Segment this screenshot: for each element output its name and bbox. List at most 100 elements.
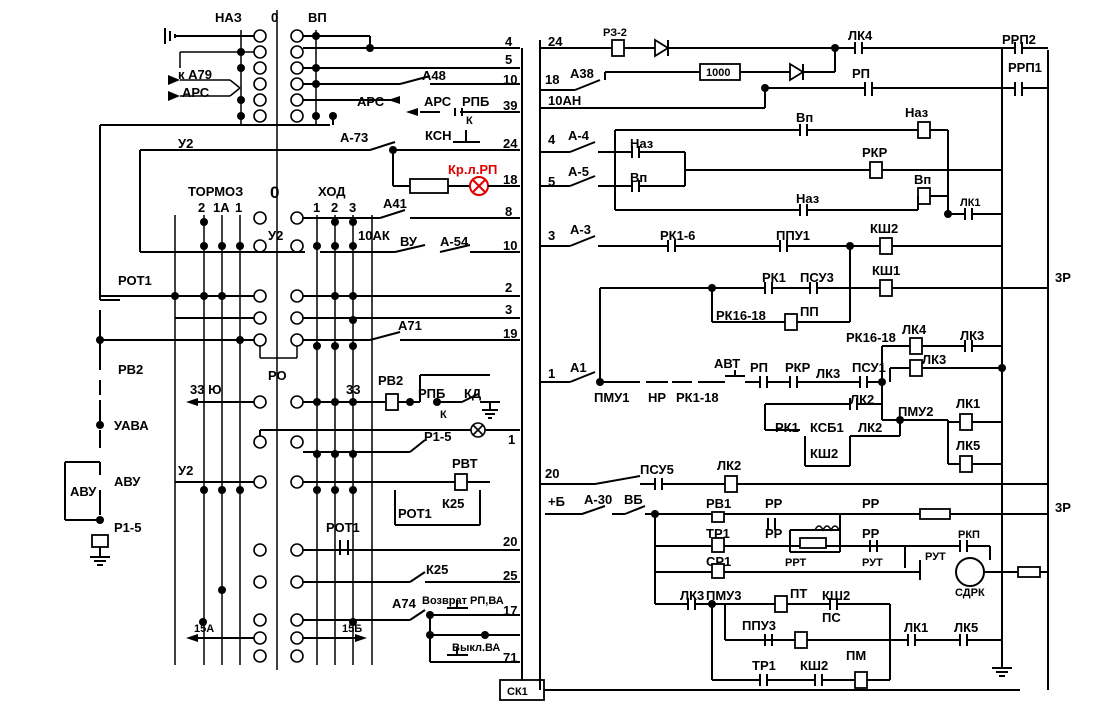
wire-4-label: 4: [505, 34, 513, 49]
vp1-label: Вп: [796, 110, 813, 125]
psu3-label: ПСУ3: [800, 270, 834, 285]
avu-right-label: АВУ: [114, 474, 141, 489]
ksb1-label: КСБ1: [810, 420, 844, 435]
lk3d-label: ЛК3: [680, 588, 704, 603]
resistor-icon: [799, 537, 827, 549]
r1000-label: 1000: [706, 67, 730, 79]
pm-coil: [854, 671, 868, 689]
lk4a-label: ЛК4: [848, 28, 873, 43]
rr2-label: РР: [862, 496, 880, 511]
lk5-coil: [959, 455, 973, 473]
naz1-label: Наз: [905, 105, 929, 120]
psu1-label: ПСУ1: [852, 360, 886, 375]
rk1-18-label: РК1-18: [676, 390, 719, 405]
ksn-label: КСН: [425, 128, 452, 143]
a5-label: А-5: [568, 164, 589, 179]
resistor-icon: [409, 178, 449, 194]
rz2-coil: [611, 39, 625, 57]
ksh2c-label: КШ2: [822, 588, 850, 603]
avu-left-label: АВУ: [70, 484, 97, 499]
lk2c-label: ЛК2: [717, 458, 741, 473]
rk16-18a-label: РК16-18: [716, 308, 766, 323]
tr1b-label: ТР1: [752, 658, 776, 673]
vp-coil: [917, 187, 931, 205]
wire-1-label: 1: [508, 432, 515, 447]
vykl-label: Выкл.ВА: [452, 642, 500, 654]
rkr-coil: [869, 161, 883, 179]
ars-right-label: АРС: [357, 94, 385, 109]
r-24-label: 24: [548, 34, 563, 49]
a41-label: А41: [383, 196, 407, 211]
ars2-label: АРС: [424, 94, 452, 109]
pt-coil: [774, 595, 788, 613]
lk3c-label: ЛК3: [922, 352, 946, 367]
k25b-label: К25: [426, 562, 448, 577]
a74-label: А74: [392, 596, 417, 611]
ground-icon: [90, 547, 110, 566]
a4-label: А-4: [568, 128, 590, 143]
ppu1-label: ППУ1: [776, 228, 810, 243]
reverser-zero-label: 0: [271, 10, 278, 25]
lamp-icon: [470, 422, 486, 438]
rv1-label: РВ1: [706, 496, 731, 511]
pmu2-label: ПМУ2: [898, 404, 934, 419]
rv2b-label: РВ2: [378, 373, 403, 388]
ground-icon: [482, 402, 498, 419]
wire-5-label: 5: [505, 52, 512, 67]
wire-19-label: 19: [503, 326, 517, 341]
nr-label: НР: [648, 390, 666, 405]
r-5-label: 5: [548, 174, 555, 189]
ro-label: РО: [268, 368, 287, 383]
motor-icon: [955, 557, 985, 587]
ksh2d-label: КШ2: [800, 658, 828, 673]
vu-label: ВУ: [400, 234, 418, 249]
vp3-label: Вп: [914, 172, 931, 187]
zr1-label: 3Р: [1055, 270, 1071, 285]
naz2-label: Наз: [630, 136, 654, 151]
kr-l-rp-label: Кр.л.РП: [448, 162, 497, 177]
avt-label: АВТ: [714, 356, 740, 371]
run-label: ХОД: [318, 184, 346, 199]
10ak-label: 10АК: [358, 228, 390, 243]
diode-icon: [789, 62, 805, 82]
lk1-coil: [959, 413, 973, 431]
k1-label: К: [466, 115, 473, 127]
sr1-coil: [711, 563, 725, 579]
rz2-label: РЗ-2: [603, 27, 627, 39]
wire-17-label: 17: [503, 603, 517, 618]
vozvrat-label: Возврат РП,ВА: [422, 595, 504, 607]
ps-coil: [794, 631, 808, 649]
lk1c-label: ЛК1: [904, 620, 928, 635]
plusb-label: +Б: [548, 494, 565, 509]
pm-label: ПМ: [846, 648, 866, 663]
a48-label: А48: [422, 68, 446, 83]
u2-low-label: У2: [178, 463, 193, 478]
lk3b-label: ЛК3: [816, 366, 840, 381]
lk2b-label: ЛК2: [858, 420, 882, 435]
a38-label: А38: [570, 66, 594, 81]
wire-39-label: 39: [503, 98, 517, 113]
lk4-coil: [909, 337, 923, 355]
brake-pos-1: 1: [235, 200, 242, 215]
rp2-label: РП: [750, 360, 768, 375]
resistor-icon: [919, 508, 951, 520]
bus-wire-numbers: 4 5 10 39 24 18 8 10 2 3 19 20 25 17 71: [503, 34, 518, 665]
33yu-label: 33 Ю: [190, 382, 221, 397]
vb-label: ВБ: [624, 492, 643, 507]
rot1-label: РОТ1: [118, 273, 152, 288]
15b-label: 15Б: [342, 623, 362, 635]
rut2-label: РУТ: [925, 551, 946, 563]
drum-terminals: [253, 211, 304, 663]
ksh1-label: КШ1: [872, 263, 900, 278]
r-4-label: 4: [548, 132, 556, 147]
psu5-label: ПСУ5: [640, 462, 674, 477]
zr2-label: 3Р: [1055, 500, 1071, 515]
wire-20-label: 20: [503, 534, 517, 549]
r-1-label: 1: [548, 366, 555, 381]
sk1-label: СК1: [507, 686, 528, 698]
wire-24-label: 24: [503, 136, 518, 151]
rkr2-label: РКР: [785, 360, 811, 375]
lk1b-label: ЛК1: [956, 396, 980, 411]
a3-label: А-3: [570, 222, 591, 237]
reverser-vp-label: ВП: [308, 10, 327, 25]
